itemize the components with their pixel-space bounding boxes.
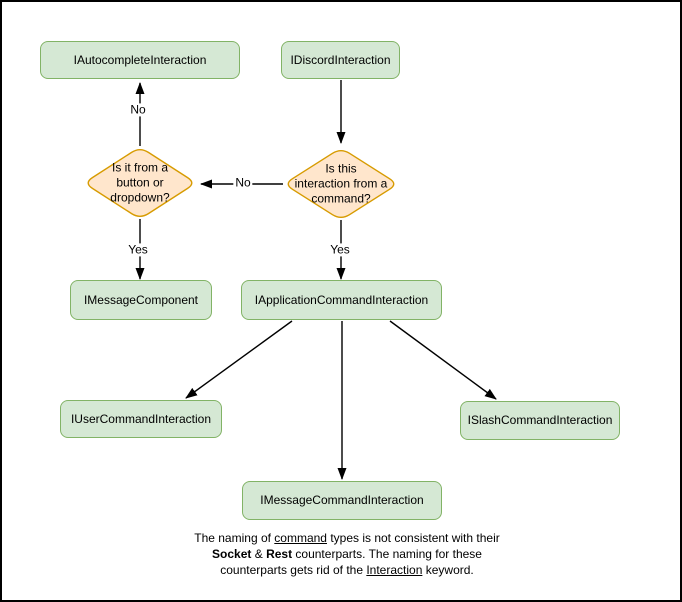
node-islashcommandinteraction: ISlashCommandInteraction: [460, 401, 620, 440]
edge-label-yes-right: Yes: [328, 242, 352, 257]
footnote-text: counterparts. The naming for these: [292, 547, 482, 561]
footnote-line-2: Socket & Rest counterparts. The naming f…: [150, 546, 544, 562]
footnote-bold-socket: Socket: [212, 547, 252, 561]
footnote-text: types is not consistent with their: [326, 531, 500, 545]
node-imessagecomponent: IMessageComponent: [70, 280, 212, 320]
edge-label-yes-left: Yes: [126, 242, 150, 257]
node-iusercommandinteraction: IUserCommandInteraction: [60, 400, 222, 438]
node-imessagecommandinteraction: IMessageCommandInteraction: [242, 481, 442, 520]
node-iautocompleteinteraction: IAutocompleteInteraction: [40, 41, 240, 79]
footnote-line-3: counterparts gets rid of the Interaction…: [150, 562, 544, 578]
arrow-application-to-user-command: [185, 320, 293, 399]
footnote-text: keyword.: [422, 563, 474, 577]
footnote-text: The naming of: [194, 531, 275, 545]
node-iapplicationcommandinteraction: IApplicationCommandInteraction: [241, 280, 442, 320]
footnote: The naming of command types is not consi…: [150, 530, 544, 578]
arrow-application-to-slash-command: [389, 320, 497, 400]
footnote-underlined-command: command: [274, 531, 327, 545]
footnote-bold-rest: Rest: [266, 547, 293, 561]
node-idiscordinteraction: IDiscordInteraction: [281, 41, 400, 79]
footnote-underlined-interaction: Interaction: [366, 563, 423, 577]
decision-from-command-shape: [287, 149, 395, 219]
footnote-text: &: [251, 547, 267, 561]
decision-button-dropdown-shape: [87, 149, 193, 217]
footnote-text: counterparts gets rid of the: [220, 563, 367, 577]
footnote-line-1: The naming of command types is not consi…: [150, 530, 544, 546]
edge-label-no-left: No: [233, 175, 253, 190]
edge-label-no-up: No: [128, 102, 148, 117]
